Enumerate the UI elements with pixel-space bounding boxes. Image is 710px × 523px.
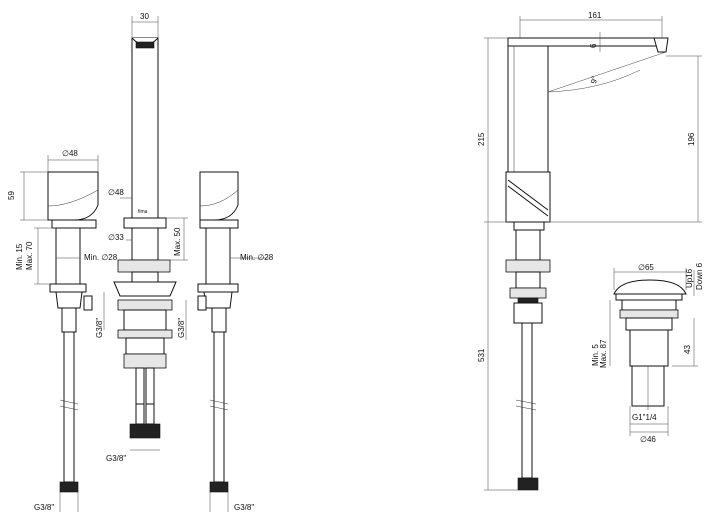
dim-down6: Down 6	[695, 262, 704, 290]
dim-min15: Min. 15	[15, 243, 24, 270]
left-handle-valve	[47, 171, 99, 493]
side-view-mixer	[505, 37, 669, 491]
dimension-lines	[20, 16, 702, 512]
dim-9deg: 9°	[589, 75, 599, 84]
dim-g38-center-bottom: G3/8"	[106, 454, 126, 463]
popup-waste	[613, 279, 687, 410]
dim-6: 6	[589, 43, 598, 48]
dim-g1-1-4: G1"1/4	[632, 413, 657, 422]
dim-g38-right-bottom: G3/8"	[234, 503, 254, 512]
dim-min28-right: Min. ∅28	[240, 253, 274, 262]
dim-up16: Up16	[685, 268, 694, 288]
dim-215: 215	[477, 132, 486, 146]
dim-65: ∅65	[638, 263, 654, 272]
dim-46: ∅46	[640, 435, 656, 444]
center-spout: fima	[113, 37, 177, 439]
dim-43: 43	[683, 345, 692, 354]
dim-161: 161	[588, 11, 602, 20]
dim-59: 59	[7, 191, 16, 200]
dim-30: 30	[140, 12, 149, 21]
dim-33: ∅33	[108, 233, 124, 242]
dim-min28-left: Min. ∅28	[84, 253, 118, 262]
dim-max50: Max. 50	[173, 227, 182, 256]
dim-48-center: ∅48	[108, 188, 124, 197]
dim-min5: Min. 5	[591, 344, 600, 366]
dim-max87: Max. 87	[599, 339, 608, 368]
dim-g38-left-side: G3/8"	[95, 318, 104, 338]
dim-g38-center-side: G3/8"	[177, 318, 186, 338]
dimension-labels: 30 ∅48 59 Min. 15 Max. 70 Min. ∅28 ∅48 ∅…	[7, 11, 704, 512]
dim-48-left: ∅48	[62, 149, 78, 158]
brand-stamp: fima	[138, 209, 148, 215]
right-handle-valve	[197, 171, 239, 493]
dim-531: 531	[477, 348, 486, 362]
dim-196: 196	[687, 132, 696, 146]
dim-max70: Max. 70	[25, 241, 34, 270]
dim-g38-left-bottom: G3/8"	[34, 503, 54, 512]
